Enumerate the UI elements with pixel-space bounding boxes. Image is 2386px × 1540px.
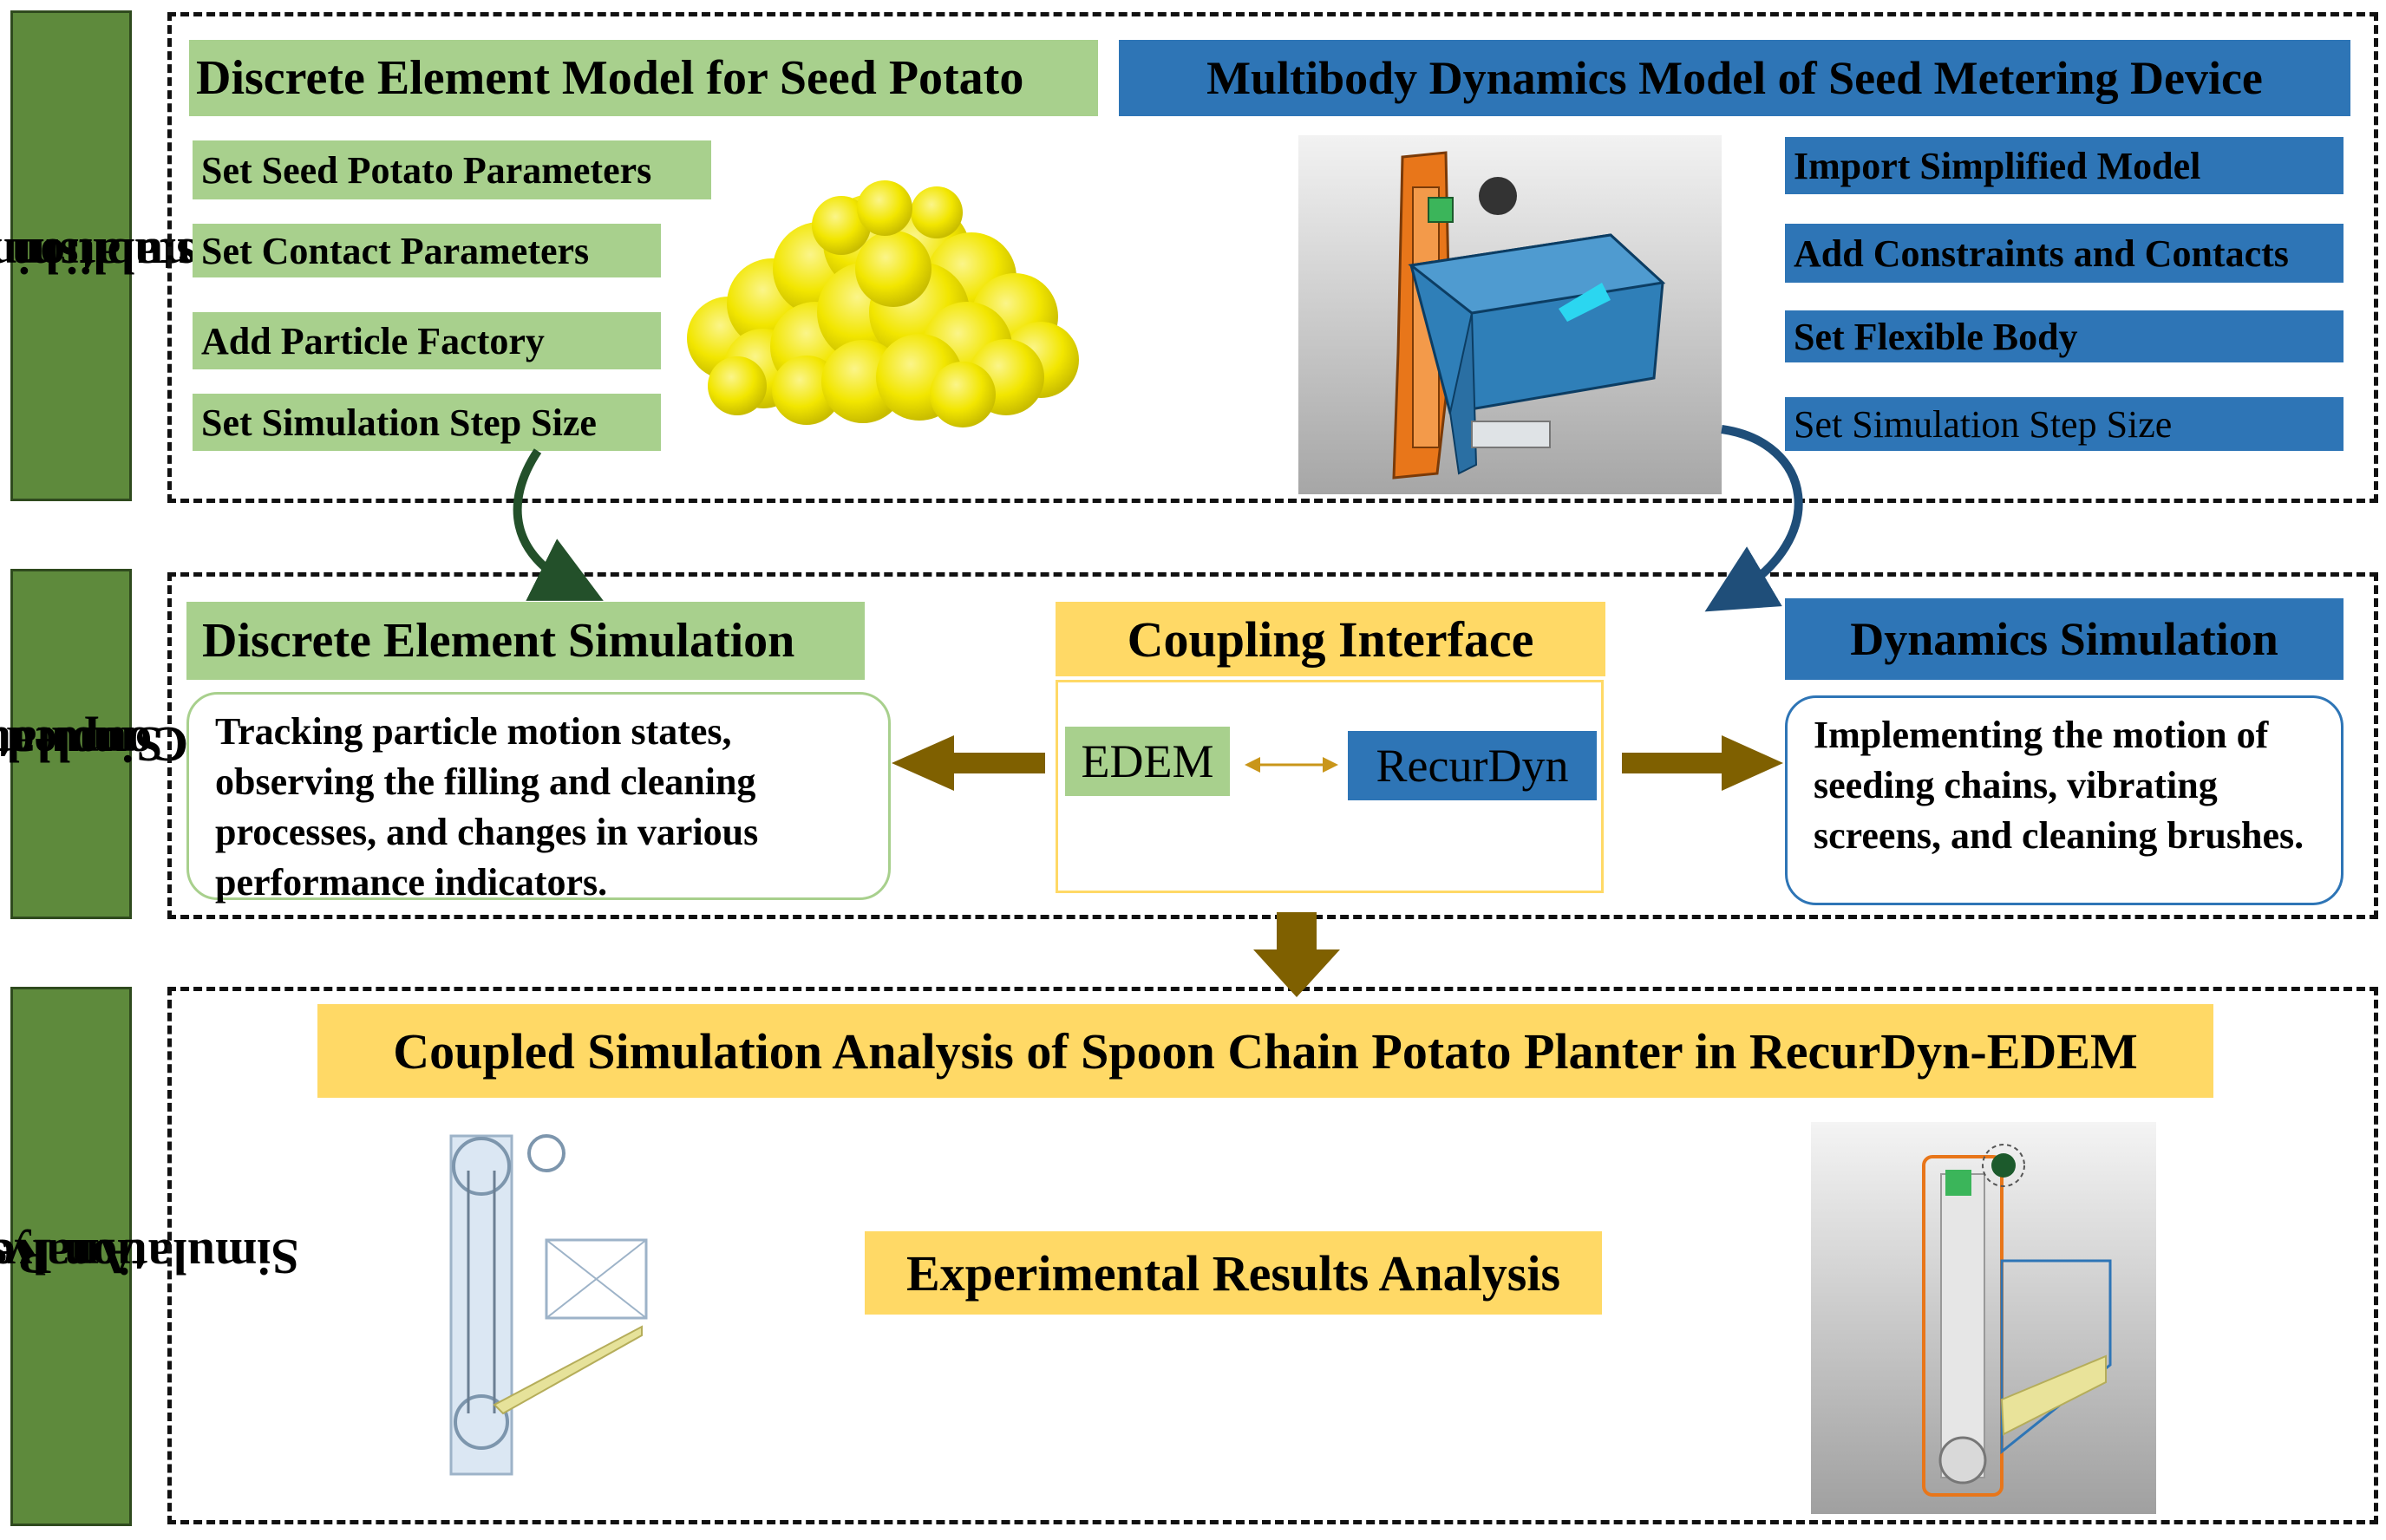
dem-simulation-description: Tracking particle motion states, observi…	[186, 692, 891, 904]
mbd-model-title: Multibody Dynamics Model of Seed Meterin…	[1119, 40, 2350, 116]
section-coupled	[167, 572, 2378, 919]
curved-arrow-mbd	[1704, 425, 1803, 612]
dem-model-title: Discrete Element Model for Seed Potato	[189, 40, 1098, 116]
edem-label: EDEM	[1065, 727, 1230, 796]
section-models	[167, 12, 2378, 503]
seed-metering-device-image	[1298, 135, 1722, 494]
arrow-to-results	[1253, 912, 1340, 997]
results-title: Coupled Simulation Analysis of Spoon Cha…	[317, 1004, 2213, 1098]
arrow-to-dynamics-simulation	[1622, 735, 1783, 791]
mbd-step-3: Set Flexible Body	[1785, 310, 2344, 362]
mbd-step-4: Set Simulation Step Size	[1785, 397, 2344, 451]
dem-step-3: Add Particle Factory	[193, 312, 661, 369]
seed-potato-particle-image	[687, 180, 1079, 427]
planter-render-image	[1811, 1122, 2156, 1514]
mbd-step-1: Import Simplified Model	[1785, 137, 2344, 194]
side-label-models: EstablishingSimulation Models	[0, 10, 247, 501]
mbd-step-2: Add Constraints and Contacts	[1785, 224, 2344, 283]
curved-arrow-dem	[513, 448, 604, 601]
coupling-interface-title: Coupling Interface	[1056, 602, 1605, 676]
planter-wireframe-image	[449, 1134, 648, 1476]
experimental-results-title: Experimental Results Analysis	[865, 1231, 1602, 1315]
dem-step-4: Set Simulation Step Size	[193, 394, 661, 451]
recurdyn-label: RecurDyn	[1348, 731, 1597, 800]
dem-simulation-title: Discrete Element Simulation	[186, 602, 865, 680]
dem-step-1: Set Seed Potato Parameters	[193, 140, 711, 199]
dem-step-2: Set Contact Parameters	[193, 224, 661, 277]
dynamics-simulation-title: Dynamics Simulation	[1785, 598, 2344, 680]
section-results	[167, 987, 2378, 1524]
dynamics-simulation-description: Implementing the motion of seeding chain…	[1785, 695, 2344, 905]
arrow-to-dem-simulation	[892, 735, 1045, 791]
